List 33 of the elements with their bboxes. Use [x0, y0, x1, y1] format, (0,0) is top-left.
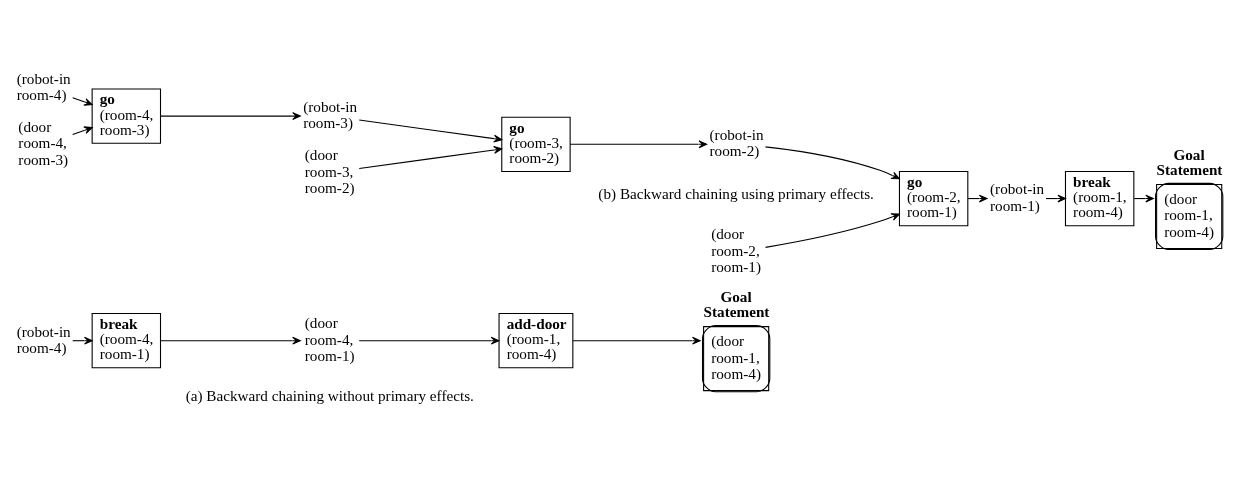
- arrow: [358, 118, 503, 143]
- label: (a) Backward chaining without primary effects.: [185, 386, 474, 404]
- node-box: go (room-4, room-3): [91, 87, 162, 144]
- arrow: [358, 145, 503, 169]
- node-text: (door room-3, room-2): [304, 145, 355, 196]
- arrow: [967, 194, 988, 202]
- arrow: [569, 139, 708, 148]
- node-label: Goal Statement: [703, 287, 770, 320]
- arrow: [160, 111, 301, 120]
- node-text: (robot-in room-1): [990, 179, 1045, 214]
- arrow: [72, 125, 93, 135]
- node-box: go (room-2, room-1): [898, 170, 969, 226]
- arrow: [765, 212, 900, 248]
- arrow: [764, 145, 900, 179]
- node-box: add-door (room-1, room-4): [498, 312, 574, 368]
- arrow: [358, 336, 500, 345]
- label: (b) Backward chaining using primary effects.: [598, 184, 874, 202]
- node-text: (robot-in room-2): [709, 125, 764, 159]
- node-label: Goal Statement: [1156, 145, 1223, 178]
- node-text: (robot-in room-4): [16, 69, 71, 103]
- arrow: [72, 96, 93, 106]
- node-text: (robot-in room-4): [16, 322, 71, 356]
- node-box: break (room-4, room-1): [91, 312, 162, 368]
- arrow: [160, 336, 301, 345]
- node-text: (door room-2, room-1): [711, 224, 761, 275]
- arrow: [572, 336, 701, 345]
- node-box: break (room-1, room-4): [1064, 170, 1135, 226]
- node-text: (door room-4, room-1): [304, 313, 355, 364]
- node-text: (robot-in room-3): [303, 97, 358, 131]
- node-box: go (room-3, room-2): [501, 116, 571, 172]
- arrow: [1133, 194, 1154, 202]
- node-text: (door room-4, room-3): [18, 117, 69, 168]
- arrow: [1045, 194, 1066, 202]
